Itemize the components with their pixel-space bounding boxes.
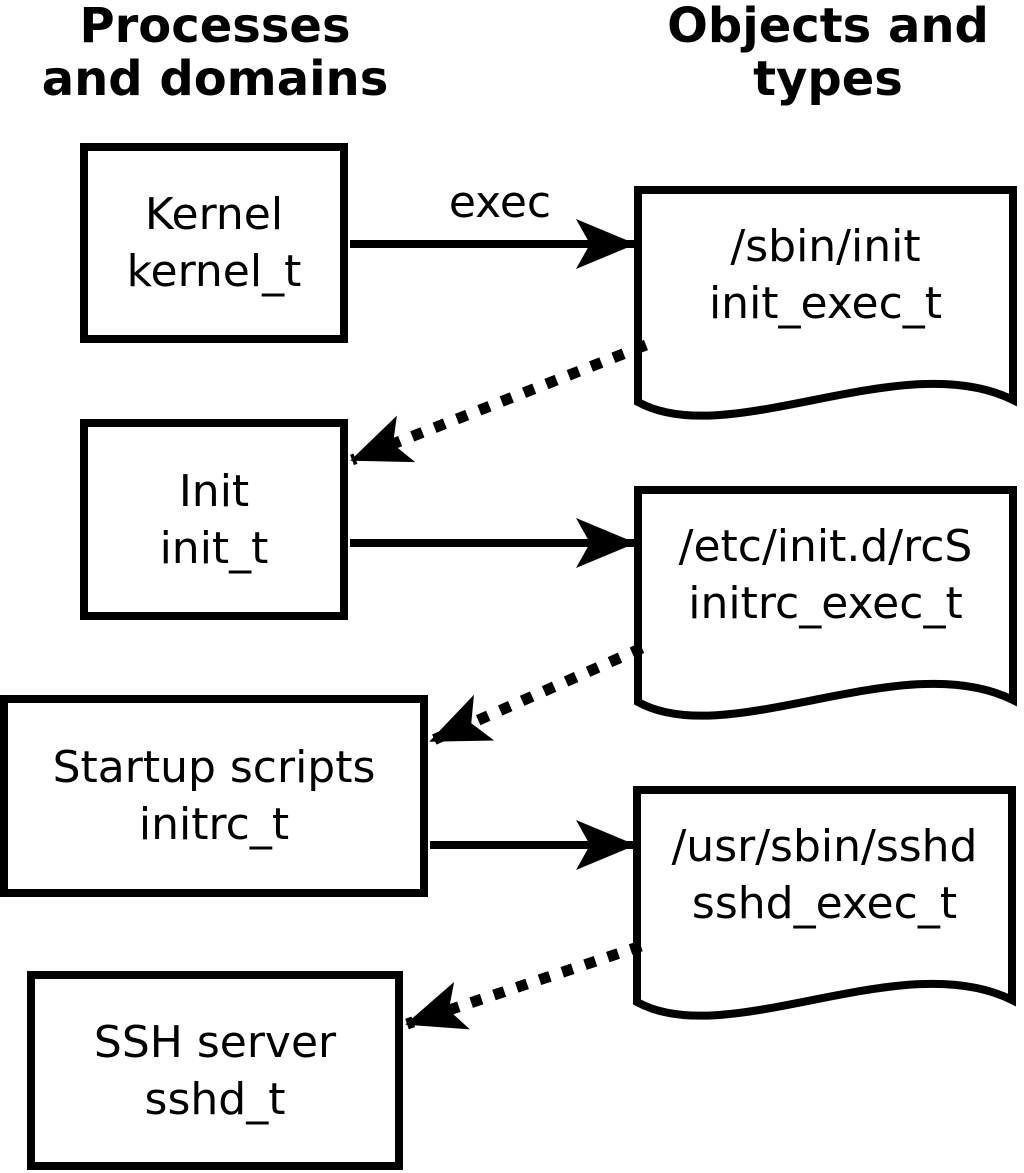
document-shape-sbin-init bbox=[634, 186, 1017, 420]
process-name: Kernel bbox=[144, 189, 284, 240]
dotted-arrow-sshd-exec-to-sshd bbox=[405, 940, 643, 1030]
process-domain: sshd_t bbox=[144, 1073, 286, 1125]
object-path: /usr/sbin/sshd bbox=[671, 821, 978, 872]
right-column-header: Objects and types bbox=[667, 0, 989, 107]
object-path: /sbin/init bbox=[730, 221, 921, 272]
exec-edge-label: exec bbox=[448, 177, 552, 228]
process-box-init: Init init_t bbox=[80, 419, 348, 620]
left-column-header: Processes and domains bbox=[41, 0, 389, 107]
process-domain: kernel_t bbox=[126, 246, 302, 297]
object-label-sbin-init: /sbin/init init_exec_t bbox=[638, 218, 1013, 332]
dotted-arrow-rcs-to-initrc bbox=[428, 642, 645, 747]
document-shape-usr-sbin-sshd bbox=[633, 786, 1016, 1020]
object-label-etc-initd-rcs: /etc/init.d/rcS initrc_exec_t bbox=[638, 518, 1013, 632]
process-box-startup-scripts: Startup scripts initrc_t bbox=[0, 695, 428, 897]
object-type: initrc_exec_t bbox=[688, 578, 963, 629]
process-name: Init bbox=[178, 465, 250, 517]
process-domain: init_t bbox=[159, 522, 269, 574]
dotted-arrow-sbin-init-to-init bbox=[349, 339, 649, 466]
process-domain: initrc_t bbox=[138, 799, 290, 850]
object-label-usr-sbin-sshd: /usr/sbin/sshd sshd_exec_t bbox=[637, 818, 1012, 932]
process-name: SSH server bbox=[93, 1016, 337, 1068]
process-box-ssh-server: SSH server sshd_t bbox=[27, 971, 403, 1170]
object-type: sshd_exec_t bbox=[691, 878, 958, 929]
document-shape-etc-initd-rcs bbox=[634, 486, 1017, 720]
process-name: Startup scripts bbox=[52, 742, 376, 793]
object-path: /etc/init.d/rcS bbox=[678, 521, 973, 572]
process-box-kernel: Kernel kernel_t bbox=[80, 143, 348, 343]
object-type: init_exec_t bbox=[708, 278, 943, 329]
